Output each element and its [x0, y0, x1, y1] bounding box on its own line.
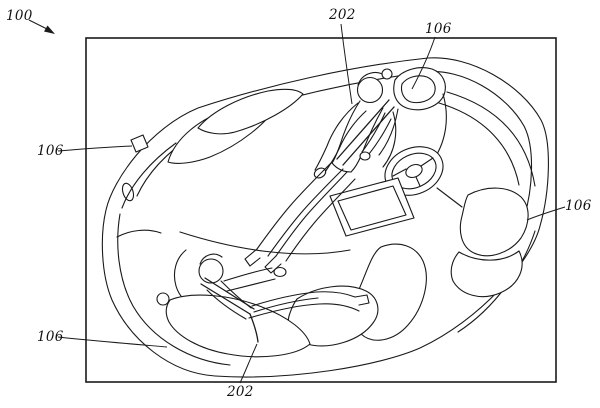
- cabin-hull-outer: [101, 57, 549, 378]
- left-door-line: [121, 142, 177, 209]
- steering-wheel-spoke-lower: [415, 176, 421, 187]
- leader-100-arrowhead: [44, 25, 55, 34]
- ref-label-202-lower: 202: [227, 384, 254, 400]
- door-speaker-oval: [121, 182, 135, 202]
- rear-seat-cushion-back: [197, 88, 304, 135]
- vehicle-interior-drawing: [101, 57, 549, 378]
- front-leg-lower-edge: [248, 303, 360, 319]
- rear-leg1-lower: [267, 168, 344, 257]
- dashboard: [436, 91, 536, 208]
- leader-106-bottom-left: [57, 336, 168, 348]
- rear-arm-right-lower: [324, 110, 367, 173]
- front-right-seat-cushion: [450, 250, 523, 298]
- rear-passenger-hair-bun: [381, 68, 393, 80]
- front-torso-lower-edge: [206, 289, 247, 320]
- rear-passenger-head: [356, 76, 384, 104]
- ref-label-106-right: 106: [565, 198, 592, 214]
- steering-wheel-hub: [405, 163, 423, 179]
- passenger-rear: [244, 68, 397, 274]
- rear-hip-line: [331, 162, 352, 173]
- passenger-front: [198, 253, 370, 343]
- leader-202-bottom: [239, 343, 258, 384]
- front-foot: [354, 294, 370, 306]
- steering-wheel-spoke-left: [392, 168, 407, 177]
- leader-106-left: [57, 145, 133, 152]
- chaise-edge: [382, 111, 397, 168]
- leader-106-right: [526, 206, 566, 221]
- front-hand: [273, 266, 287, 278]
- center-table: [329, 177, 415, 237]
- door-detail-circle: [156, 292, 170, 306]
- seatbelt-lower-lap: [249, 313, 259, 343]
- front-right-seat: [450, 187, 529, 298]
- ref-label-106-left: 106: [37, 143, 64, 159]
- bottom-seat-cushion: [287, 285, 379, 347]
- front-arm-upper: [223, 267, 273, 282]
- ref-label-106-upper: 106: [425, 21, 452, 37]
- rear-arm-right-upper: [314, 102, 359, 171]
- front-arm-lower: [226, 278, 276, 292]
- ref-label-202-upper: 202: [329, 7, 356, 23]
- seatbelt-upper: [336, 99, 395, 166]
- seatbelt-lower: [200, 277, 259, 343]
- dashboard-inner-curve: [438, 102, 520, 186]
- seatbelt-lower-strap-1: [200, 283, 251, 315]
- rear-hand-left: [359, 151, 371, 161]
- leader-202-top: [340, 23, 353, 105]
- seatbelt-anchor-left: [130, 134, 149, 153]
- cabin-sill-left: [117, 213, 231, 366]
- rear-deck-line: [116, 229, 162, 238]
- seatbelt-upper-strap-1: [336, 99, 390, 160]
- lounge-cushion: [165, 294, 311, 358]
- ref-label-106-lower-left: 106: [37, 329, 64, 345]
- leader-106-top: [411, 36, 436, 90]
- front-leg-second: [253, 297, 319, 313]
- seatbelt-upper-strap-2: [342, 106, 395, 166]
- table-screen-inner: [337, 185, 407, 231]
- rear-arm-left-upper: [361, 112, 386, 153]
- front-right-seat-back: [459, 187, 529, 257]
- seatbelt-lower-strap-2: [204, 277, 255, 310]
- seatback-edge-left: [378, 108, 399, 156]
- dashboard-outer-curve: [446, 91, 536, 187]
- front-passenger-head: [198, 258, 224, 284]
- steering-wheel-spoke-right: [420, 157, 434, 167]
- floor-line: [179, 231, 351, 255]
- rear-torso-left-edge: [331, 100, 361, 164]
- front-passenger-hair: [199, 253, 223, 265]
- rear-leg2-upper: [275, 171, 348, 257]
- steering-column: [436, 187, 463, 208]
- rear-arm-left-lower: [368, 118, 392, 155]
- bottom-center-seat: [287, 243, 427, 347]
- rear-leg2-lower: [285, 178, 356, 262]
- leader-lines: [28, 19, 566, 384]
- lower-left-lounge: [165, 249, 311, 358]
- ref-label-100: 100: [6, 8, 33, 24]
- rear-foot1: [244, 248, 261, 267]
- front-leg-upper-edge: [251, 291, 356, 307]
- rear-seats: [167, 88, 304, 164]
- rear-leg1-upper: [256, 160, 334, 250]
- table-outer: [329, 177, 415, 237]
